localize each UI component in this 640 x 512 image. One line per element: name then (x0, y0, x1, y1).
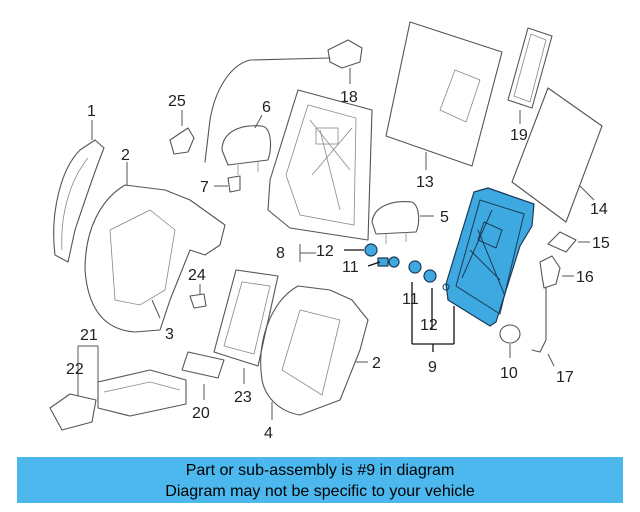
callout-12-left: 12 (316, 243, 334, 260)
part-headrest-6 (221, 125, 272, 175)
part-frame-19 (507, 27, 553, 109)
fastener-bolt-11-left (377, 256, 400, 268)
part-seatback-frame (267, 89, 373, 241)
callout-21: 21 (80, 327, 98, 344)
callout-19: 19 (510, 127, 528, 144)
callout-4: 4 (264, 425, 273, 442)
callout-5: 5 (440, 209, 449, 226)
part-headrest-5 (371, 201, 420, 244)
callout-11-right: 11 (402, 291, 419, 308)
part-seatback-panel-9-highlighted (442, 187, 535, 327)
callout-6: 6 (262, 99, 271, 116)
callout-1: 1 (87, 103, 96, 120)
fastener-nut-12-left (364, 243, 378, 257)
part-latch-16 (539, 255, 561, 289)
part-pad-21 (97, 369, 187, 417)
callout-13: 13 (416, 174, 434, 191)
callout-17: 17 (556, 369, 574, 386)
callout-15: 15 (592, 235, 610, 252)
leader-8 (299, 244, 316, 262)
callout-9: 9 (428, 359, 437, 376)
part-cap-10 (499, 324, 521, 344)
callout-25: 25 (168, 93, 186, 110)
caption-line-1: Part or sub-assembly is #9 in diagram (185, 462, 455, 479)
leader-21-22 (77, 345, 99, 396)
caption-line-2: Diagram may not be specific to your vehi… (165, 483, 475, 500)
part-clip-24 (189, 293, 207, 309)
callout-2-right: 2 (372, 355, 381, 372)
callout-16: 16 (576, 269, 594, 286)
callout-24: 24 (188, 267, 206, 284)
callout-22: 22 (66, 361, 84, 378)
parts-diagram: 1 2 3 25 7 6 18 13 (49, 21, 610, 442)
callout-20: 20 (192, 405, 210, 422)
part-board-23 (213, 269, 279, 367)
part-bracket-22 (49, 393, 97, 431)
caption-bar: Part or sub-assembly is #9 in diagram Di… (17, 457, 623, 503)
part-bracket-25 (169, 127, 195, 155)
callout-10: 10 (500, 365, 518, 382)
part-panel-14 (511, 87, 603, 223)
part-trim-20 (181, 351, 225, 379)
callout-23: 23 (234, 389, 252, 406)
callout-14: 14 (590, 201, 608, 218)
part-side-bolster-left (53, 139, 105, 263)
part-seat-cushion-left (84, 184, 226, 333)
callout-8: 8 (276, 245, 285, 262)
callout-7: 7 (200, 179, 209, 196)
fastener-nut-right (408, 260, 437, 283)
callout-18: 18 (340, 89, 358, 106)
callout-12-right: 12 (420, 317, 438, 334)
part-clip-7 (227, 175, 241, 193)
callout-11-left: 11 (342, 259, 359, 276)
part-bracket-15 (547, 231, 577, 253)
callout-3: 3 (165, 326, 174, 343)
callout-2-left: 2 (121, 147, 130, 164)
part-latch-18 (327, 39, 363, 69)
part-seatback-cushion-right (260, 285, 369, 416)
part-back-panel-13 (385, 21, 503, 167)
leader-9-bracket (411, 282, 455, 352)
